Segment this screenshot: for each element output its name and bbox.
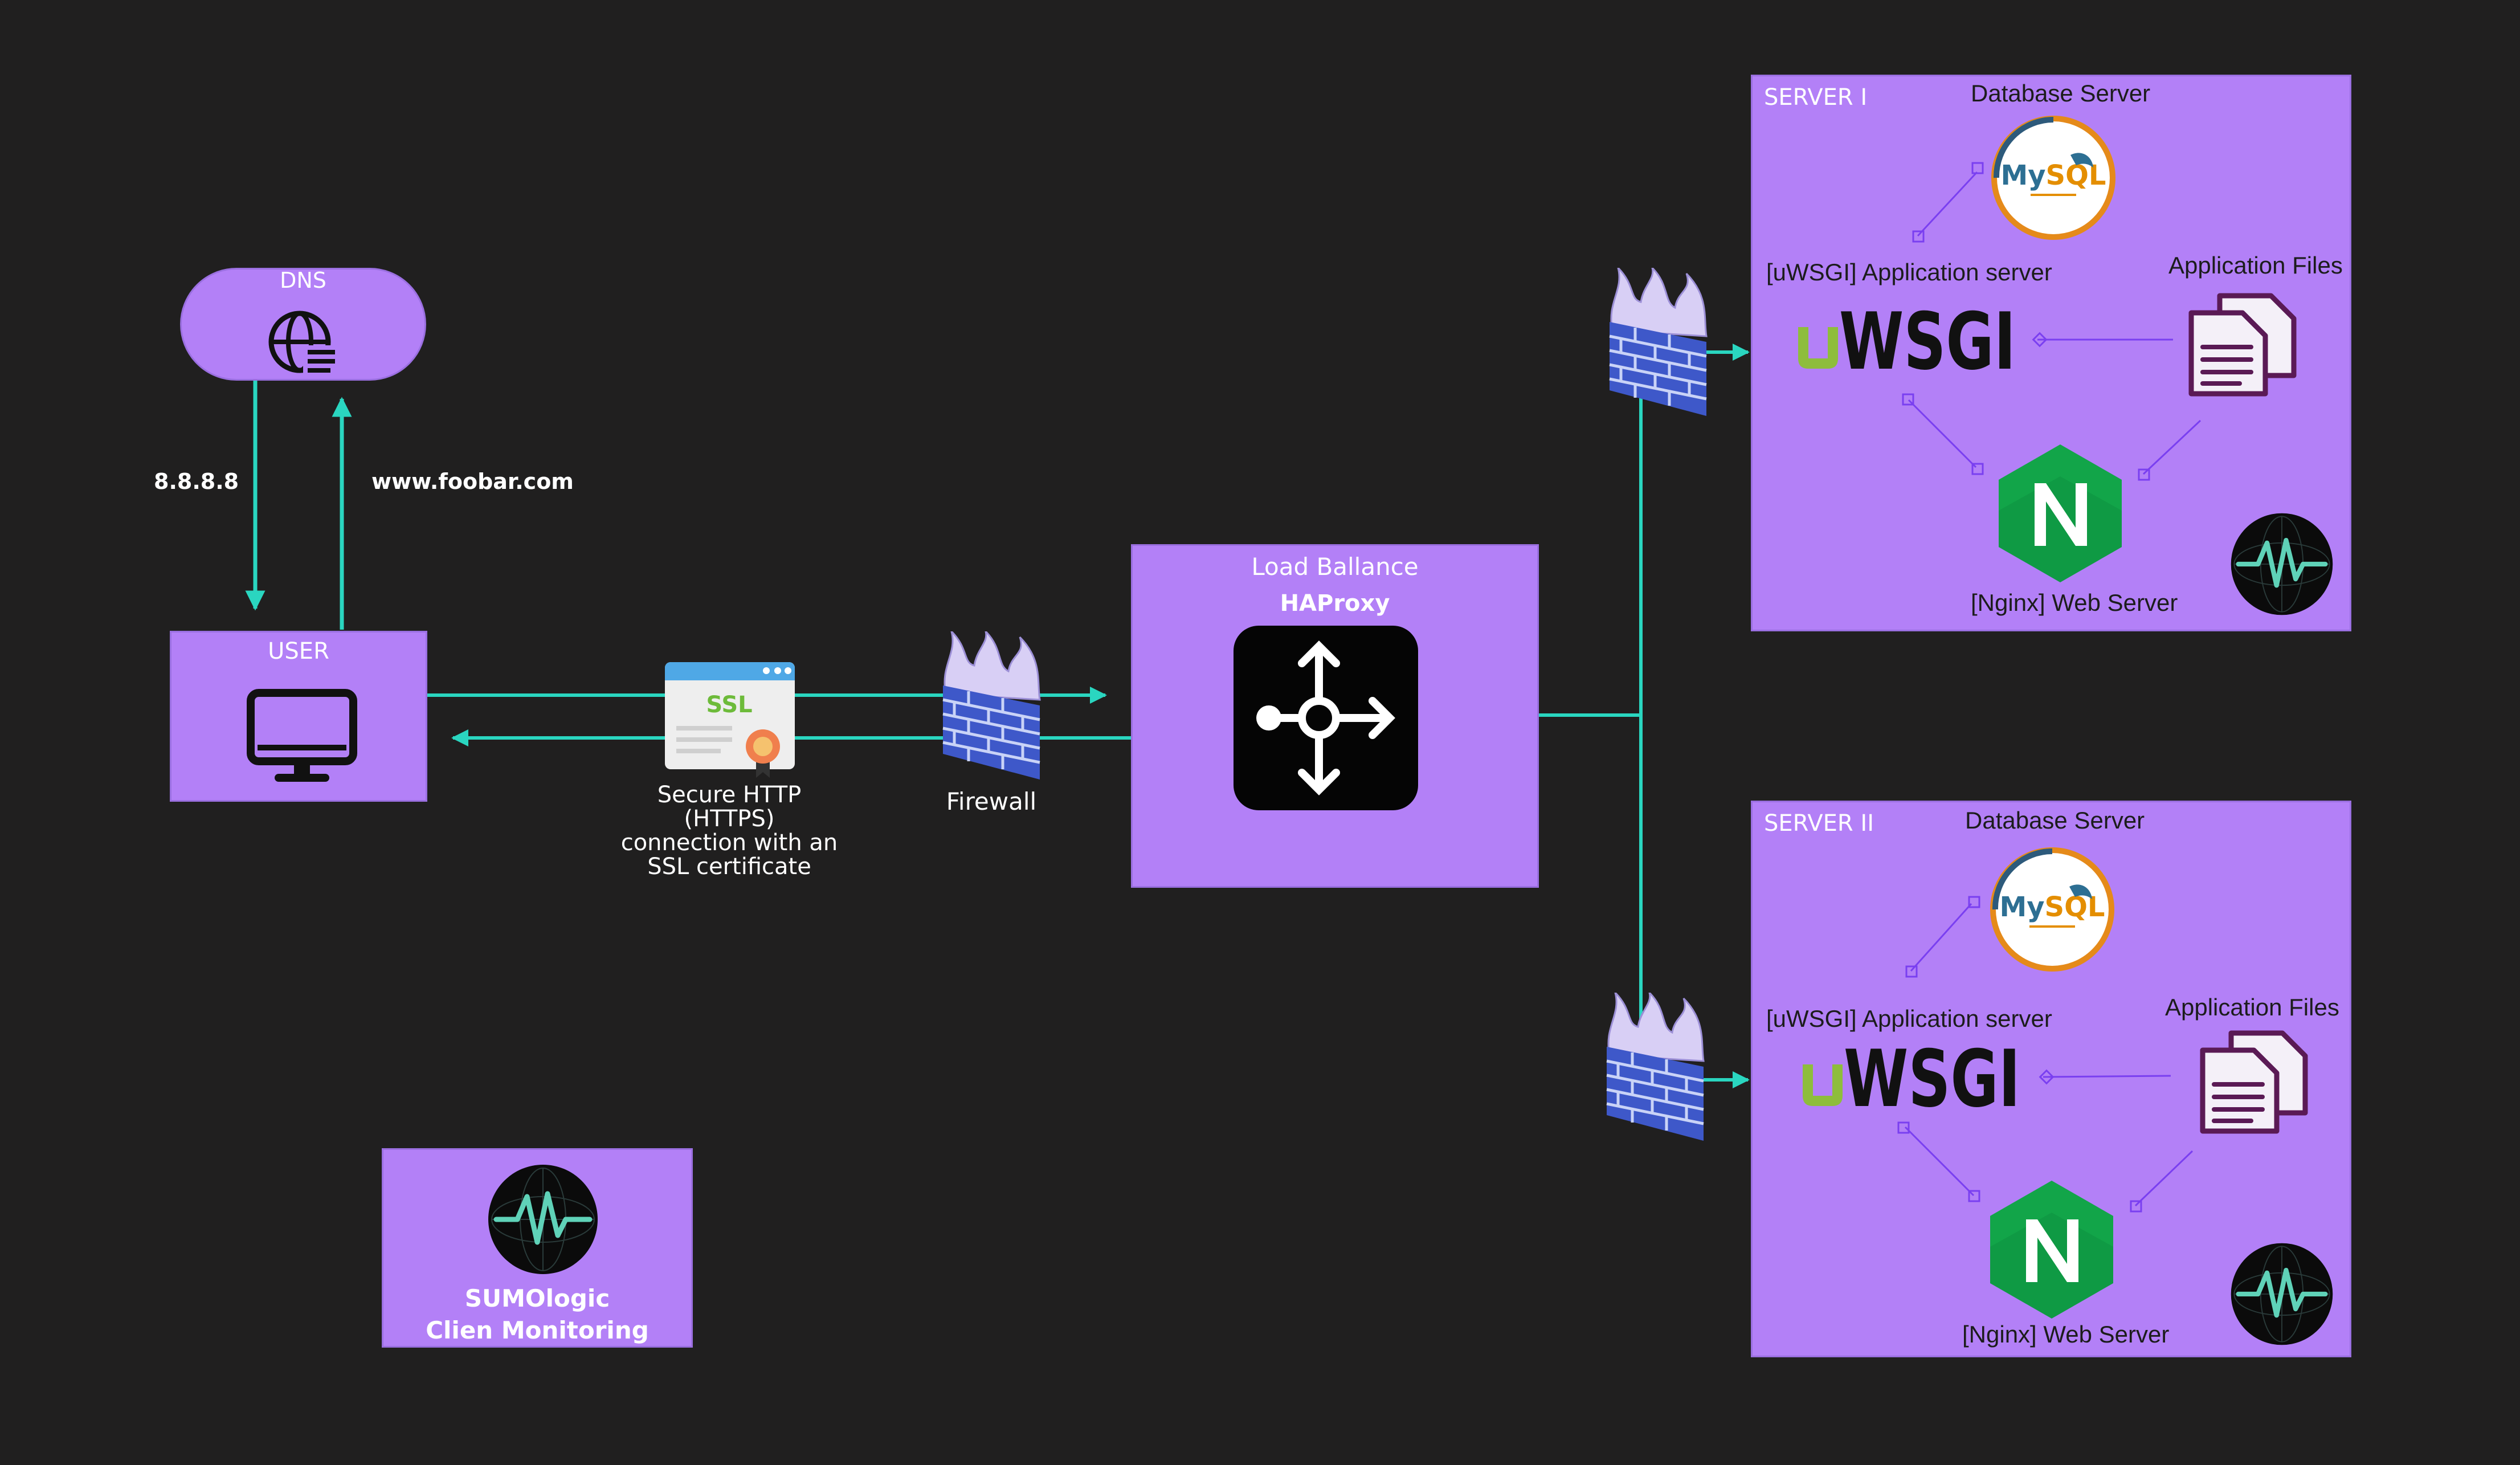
server-2-web-label: [Nginx] Web Server [1962, 1321, 2170, 1348]
ssl-certificate-icon: SSL [665, 662, 795, 778]
dns-query-label: www.foobar.com [371, 469, 574, 494]
ssl-caption-line-2: (HTTPS) [684, 806, 775, 832]
svg-text:MySQL: MySQL [1999, 891, 2105, 923]
ssl-caption: Secure HTTP (HTTPS) connection with an S… [598, 783, 860, 879]
server-1-files-icon [2188, 293, 2297, 397]
load-balancer-subtitle: HAProxy [1280, 590, 1390, 617]
server-2-node: SERVER II Database Server [uWSGI] Applic… [1751, 801, 2351, 1357]
server-2-db-label: Database Server [1965, 807, 2145, 834]
server-1-db-label: Database Server [1971, 80, 2151, 107]
server-2-mysql-logo: MySQL [1990, 847, 2114, 972]
server-2-app-label: [uWSGI] Application server [1766, 1005, 2052, 1032]
dns-response-label: 8.8.8.8 [154, 469, 239, 494]
server-1-nginx-logo [1999, 444, 2122, 582]
server-2-pulse-monitor-icon [2231, 1243, 2333, 1345]
server-2-internal-links [1897, 896, 2194, 1213]
globe-icon [268, 311, 336, 374]
server-2-files-label: Application Files [2165, 994, 2339, 1021]
server-1-files-label: Application Files [2168, 252, 2343, 279]
ssl-caption-line-3: connection with an [620, 830, 838, 856]
user-label: USER [268, 638, 329, 664]
load-balancer-title: Load Ballance [1251, 553, 1419, 581]
server-2-firewall-icon [1606, 993, 1705, 1141]
server-2-uwsgi-logo: WSGI [1803, 1033, 2020, 1113]
ssl-badge: SSL [706, 692, 752, 718]
pulse-monitor-icon [488, 1165, 598, 1274]
svg-text:WSGI: WSGI [1839, 296, 2016, 376]
server-2-title: SERVER II [1764, 810, 1874, 836]
firewall-label: Firewall [946, 787, 1037, 815]
load-balancer-icon [1234, 626, 1418, 810]
server-1-mysql-logo: MySQL [1991, 116, 2115, 240]
server-1-firewall-icon [1609, 268, 1708, 416]
ssl-caption-line-1: Secure HTTP [657, 782, 802, 808]
server-1-node: SERVER I Database Server [uWSGI] Applica… [1751, 75, 2351, 631]
server-1-app-label: [uWSGI] Application server [1766, 259, 2052, 285]
svg-text:MySQL: MySQL [2000, 160, 2106, 191]
server-2-nginx-logo [1990, 1181, 2113, 1319]
firewall-icon [942, 631, 1041, 780]
server-1-internal-links [1902, 162, 2202, 481]
monitor-icon [247, 689, 357, 782]
server-1-web-label: [Nginx] Web Server [1971, 589, 2178, 616]
server-1-pulse-monitor-icon [2231, 513, 2333, 615]
server-1-title: SERVER I [1764, 84, 1868, 111]
ssl-caption-line-4: SSL certificate [647, 854, 811, 880]
monitoring-line-1: SUMOlogic [464, 1284, 610, 1312]
monitoring-line-2: Clien Monitoring [426, 1316, 649, 1344]
server-2-files-icon [2200, 1030, 2308, 1134]
lb-to-servers-path [1538, 353, 1643, 1080]
server-1-uwsgi-logo: WSGI [1798, 296, 2016, 376]
svg-text:WSGI: WSGI [1844, 1033, 2020, 1113]
dns-label: DNS [280, 268, 326, 293]
